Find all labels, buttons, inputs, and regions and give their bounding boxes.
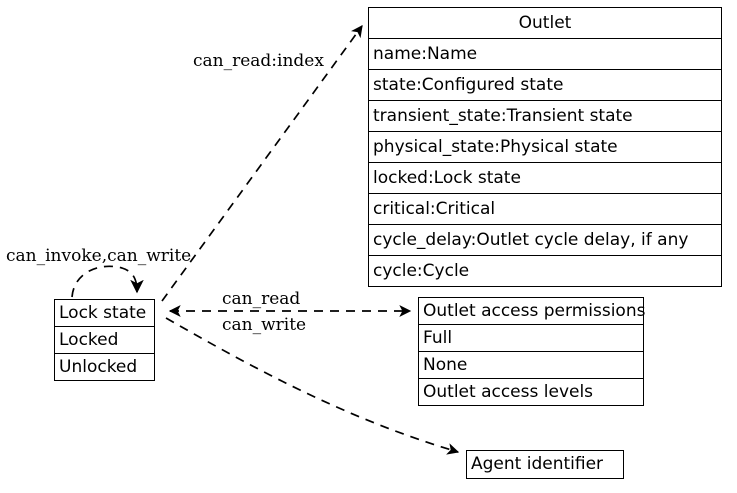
entity-outlet-attribute-transient-state: transient_state:Transient state [368, 100, 722, 132]
entity-outlet-attribute-cycle-delay: cycle_delay:Outlet cycle delay, if any [368, 224, 722, 256]
edge-label-can-invoke-can-write: can_invoke,can_write [6, 246, 192, 266]
entity-outlet-attribute-name: name:Name [368, 38, 722, 70]
entity-outlet-attribute-locked: locked:Lock state [368, 162, 722, 194]
entity-agent-title: Agent identifier [466, 450, 624, 479]
entity-agent-identifier: Agent identifier [466, 450, 624, 479]
edge-label-can-read-index: can_read:index [193, 51, 324, 71]
entity-permissions-attribute-full: Full [418, 324, 644, 352]
edge-lock-state-self-loop [71, 265, 144, 298]
entity-outlet-attribute-cycle: cycle:Cycle [368, 255, 722, 287]
entity-lock-state-attribute-unlocked: Unlocked [54, 353, 155, 381]
edge-label-can-read: can_read [222, 289, 301, 309]
entity-outlet: Outlet name:Name state:Configured state … [368, 7, 722, 287]
entity-outlet-attribute-physical-state: physical_state:Physical state [368, 131, 722, 163]
edge-label-can-write: can_write [222, 315, 307, 335]
edge-lock-state-to-agent [165, 317, 460, 455]
entity-outlet-attribute-critical: critical:Critical [368, 193, 722, 225]
entity-permissions-attribute-outlet-access-levels: Outlet access levels [418, 378, 644, 406]
entity-outlet-access-permissions: Outlet access permissions Full None Outl… [418, 297, 645, 406]
entity-permissions-attribute-none: None [418, 351, 644, 379]
entity-outlet-title: Outlet [368, 7, 722, 39]
entity-permissions-title: Outlet access permissions [418, 297, 645, 325]
entity-lock-state-attribute-locked: Locked [54, 326, 155, 354]
entity-lock-state-title: Lock state [54, 299, 155, 327]
entity-lock-state: Lock state Locked Unlocked [54, 299, 155, 381]
entity-outlet-attribute-state: state:Configured state [368, 69, 722, 101]
